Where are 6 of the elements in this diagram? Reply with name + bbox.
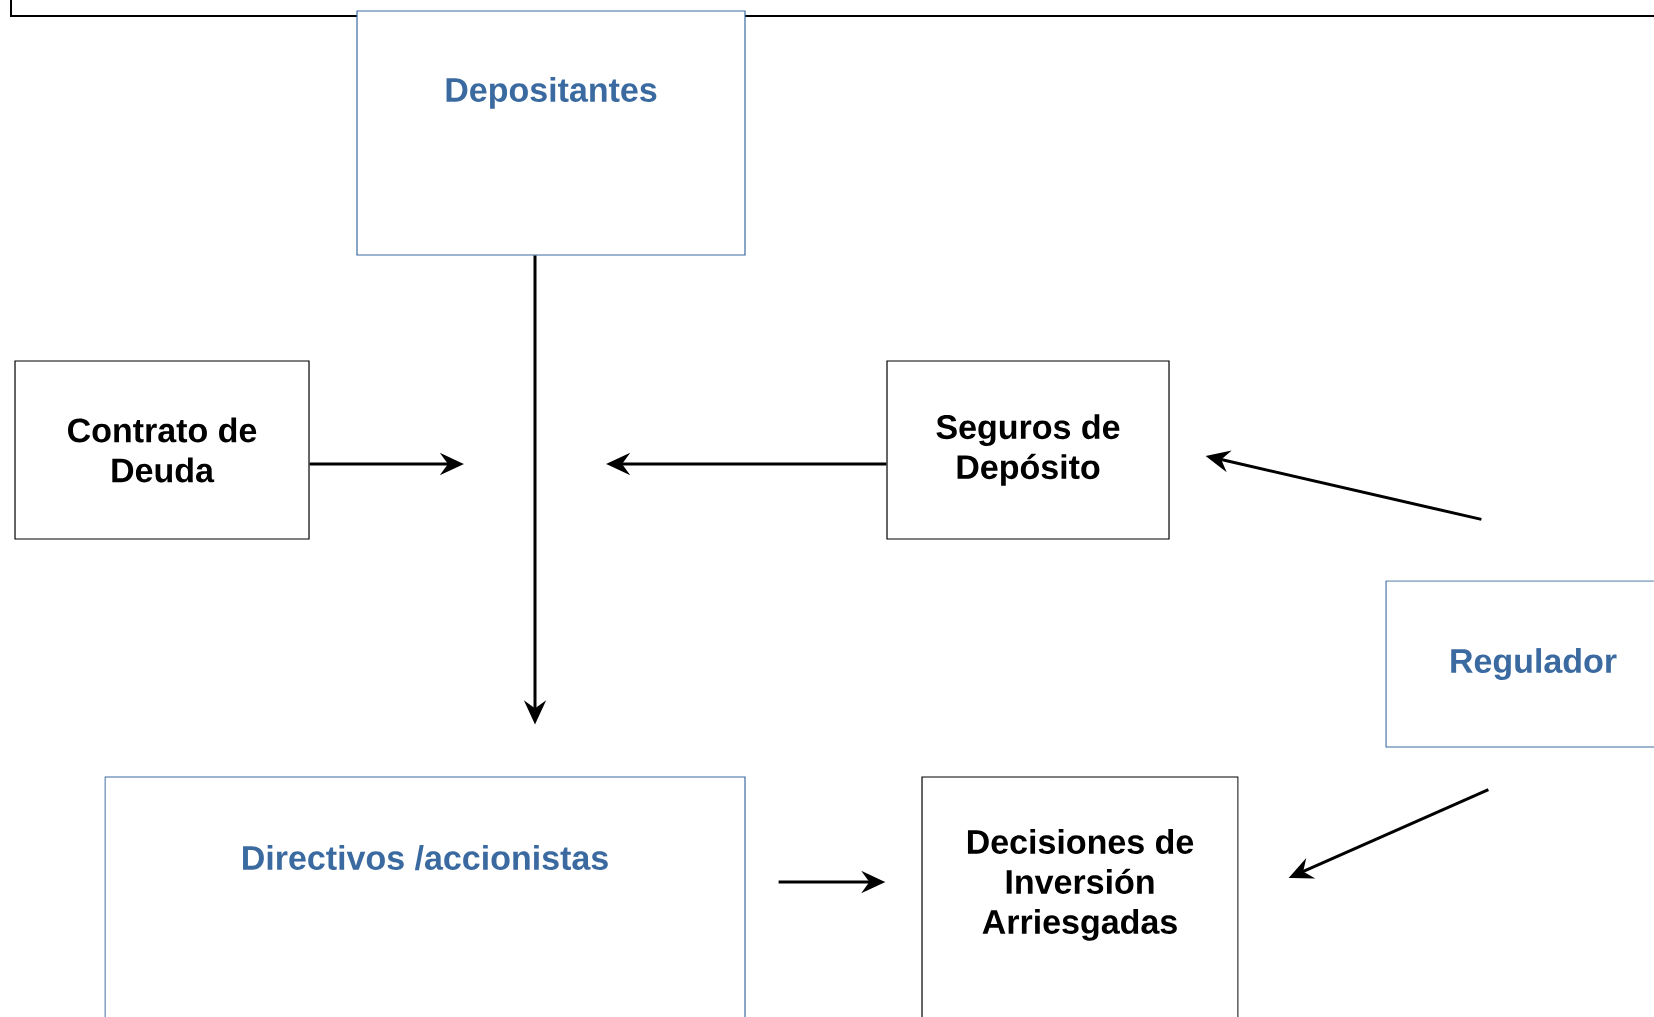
- concept-box: Seguros de Depósito: [886, 360, 1170, 540]
- heading-box: Depositantes: [356, 10, 746, 256]
- concept-box: Contrato de Deuda: [14, 360, 310, 540]
- heading-box: Directivos /accionistas: [104, 776, 746, 1017]
- heading-box: Regulador: [1385, 580, 1654, 748]
- concept-box: Decisiones de Inversión Arriesgadas: [921, 776, 1239, 1017]
